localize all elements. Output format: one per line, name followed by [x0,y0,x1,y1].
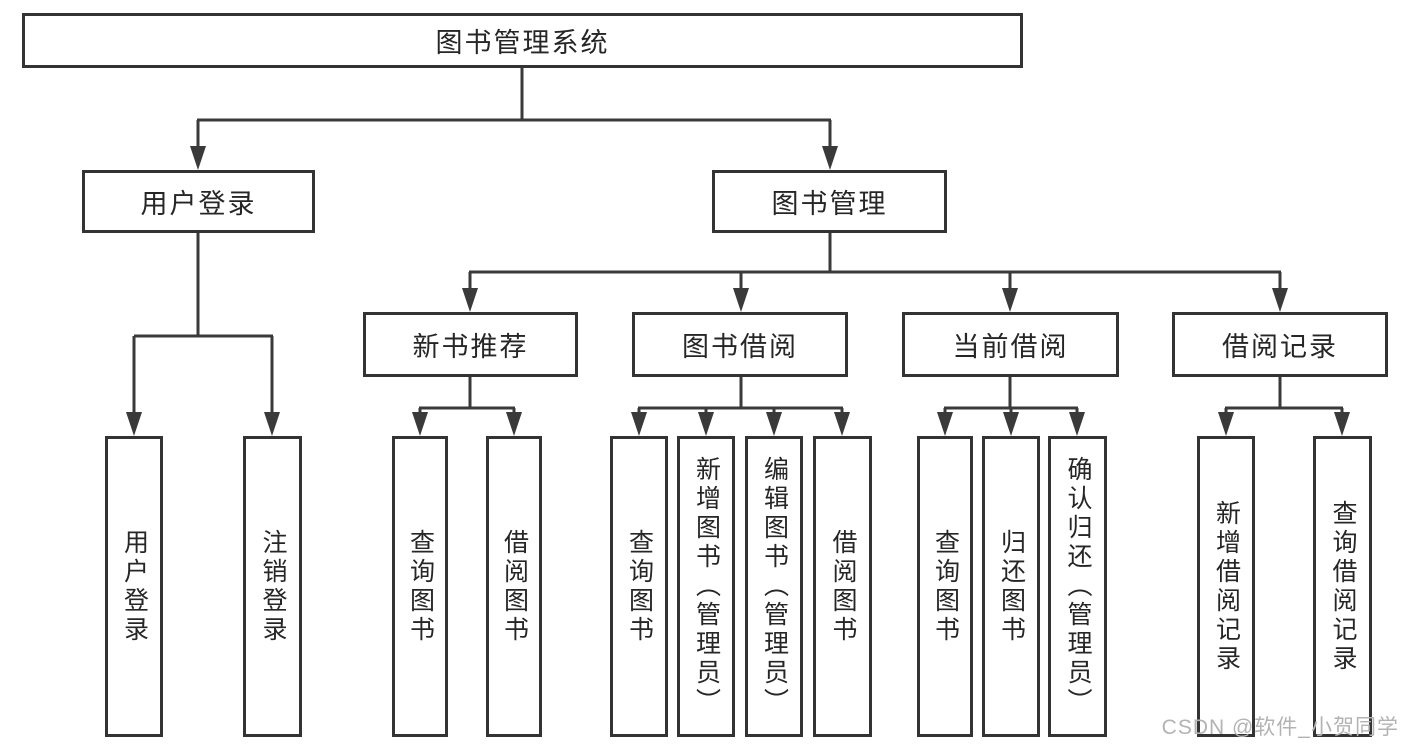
node-label: 用户登录 [140,189,257,219]
node-label: 查询借阅记录 [1329,499,1357,674]
leaf-confirm-return-admin: 确认归还（管理员） [1048,436,1107,737]
csdn-watermark: CSDN @软件_小贺同学 [1161,716,1399,739]
node-label: 借阅图书 [500,528,529,645]
node-label: 借阅记录 [1222,332,1338,362]
leaf-query-books-recommend: 查询图书 [392,436,448,737]
node-label: 图书管理 [771,189,888,219]
node-label: 图书管理系统 [435,28,610,58]
leaf-user-login: 用户登录 [105,436,163,737]
node-label: 新书推荐 [412,332,529,362]
leaf-query-books-current: 查询图书 [917,436,973,737]
node-label: 查询图书 [406,528,435,645]
node-new-book-recommendation: 新书推荐 [363,312,578,377]
leaf-logout: 注销登录 [243,436,302,737]
node-label: 确认归还（管理员） [1064,456,1092,717]
node-current-borrowing: 当前借阅 [902,312,1119,377]
node-label: 归还图书 [997,528,1026,645]
leaf-add-borrow-record: 新增借阅记录 [1197,436,1255,737]
node-label: 编辑图书（管理员） [760,456,789,717]
leaf-query-borrow-record: 查询借阅记录 [1313,436,1372,737]
node-borrowing-records: 借阅记录 [1172,312,1388,377]
node-book-borrowing: 图书借阅 [632,312,848,377]
node-label: 借阅图书 [829,528,857,645]
node-root-system: 图书管理系统 [22,13,1023,68]
node-label: 当前借阅 [952,332,1069,362]
node-user-login: 用户登录 [82,170,315,233]
leaf-query-books-borrow: 查询图书 [610,436,668,737]
node-label: 注销登录 [259,528,287,645]
node-label: 新增图书（管理员） [692,456,721,717]
leaf-add-books-admin: 新增图书（管理员） [677,436,735,737]
node-label: 图书借阅 [682,332,798,362]
leaf-edit-books-admin: 编辑图书（管理员） [745,436,803,737]
leaf-borrow-books-recommend: 借阅图书 [486,436,542,737]
node-label: 新增借阅记录 [1212,499,1241,674]
node-book-management: 图书管理 [712,170,947,233]
node-label: 查询图书 [625,528,654,645]
node-label: 用户登录 [120,528,149,645]
node-label: 查询图书 [931,528,960,645]
leaf-return-books: 归还图书 [982,436,1040,737]
leaf-borrow-books: 借阅图书 [813,436,872,737]
